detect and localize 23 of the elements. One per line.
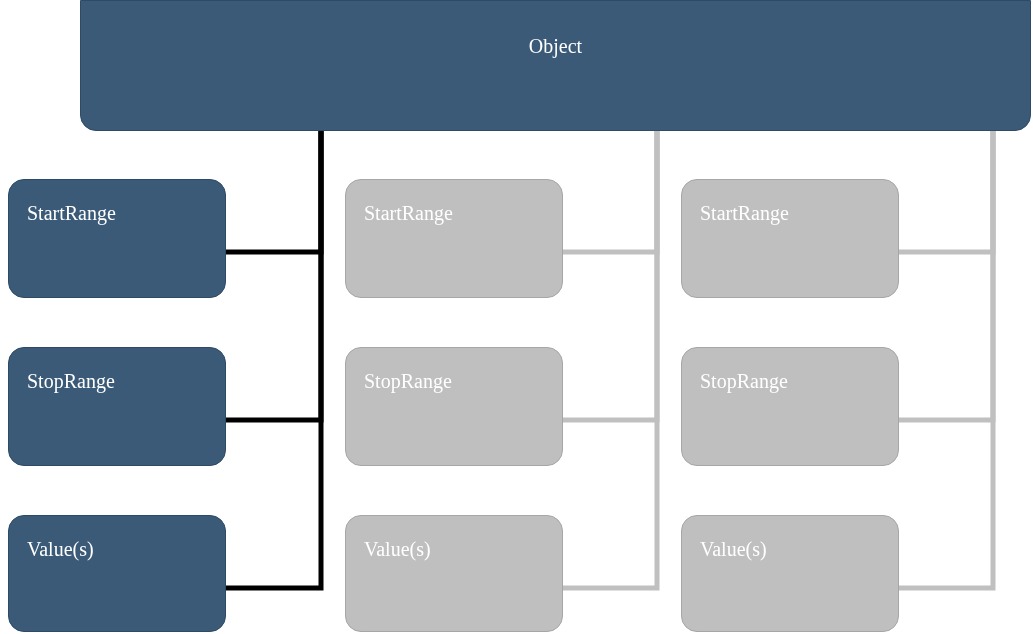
parent-box	[80, 0, 1031, 131]
connector-line	[563, 131, 660, 591]
box-label: Value(s)	[700, 538, 767, 561]
connector-line	[899, 131, 996, 591]
connector-line	[226, 131, 324, 591]
box-label: StopRange	[364, 370, 452, 393]
box-label: Value(s)	[364, 538, 431, 561]
box-label: Object	[528, 35, 583, 58]
child-box	[681, 347, 899, 466]
child-box	[345, 515, 563, 632]
box-label: StartRange	[364, 202, 453, 225]
child-box	[8, 179, 226, 298]
child-box	[345, 179, 563, 298]
box-label: StopRange	[27, 370, 115, 393]
box-label: Value(s)	[27, 538, 94, 561]
box-label: StopRange	[700, 370, 788, 393]
box-label: StartRange	[27, 202, 116, 225]
box-label: StartRange	[700, 202, 789, 225]
child-box	[8, 347, 226, 466]
child-box	[681, 515, 899, 632]
child-box	[8, 515, 226, 632]
child-box	[345, 347, 563, 466]
child-box	[681, 179, 899, 298]
